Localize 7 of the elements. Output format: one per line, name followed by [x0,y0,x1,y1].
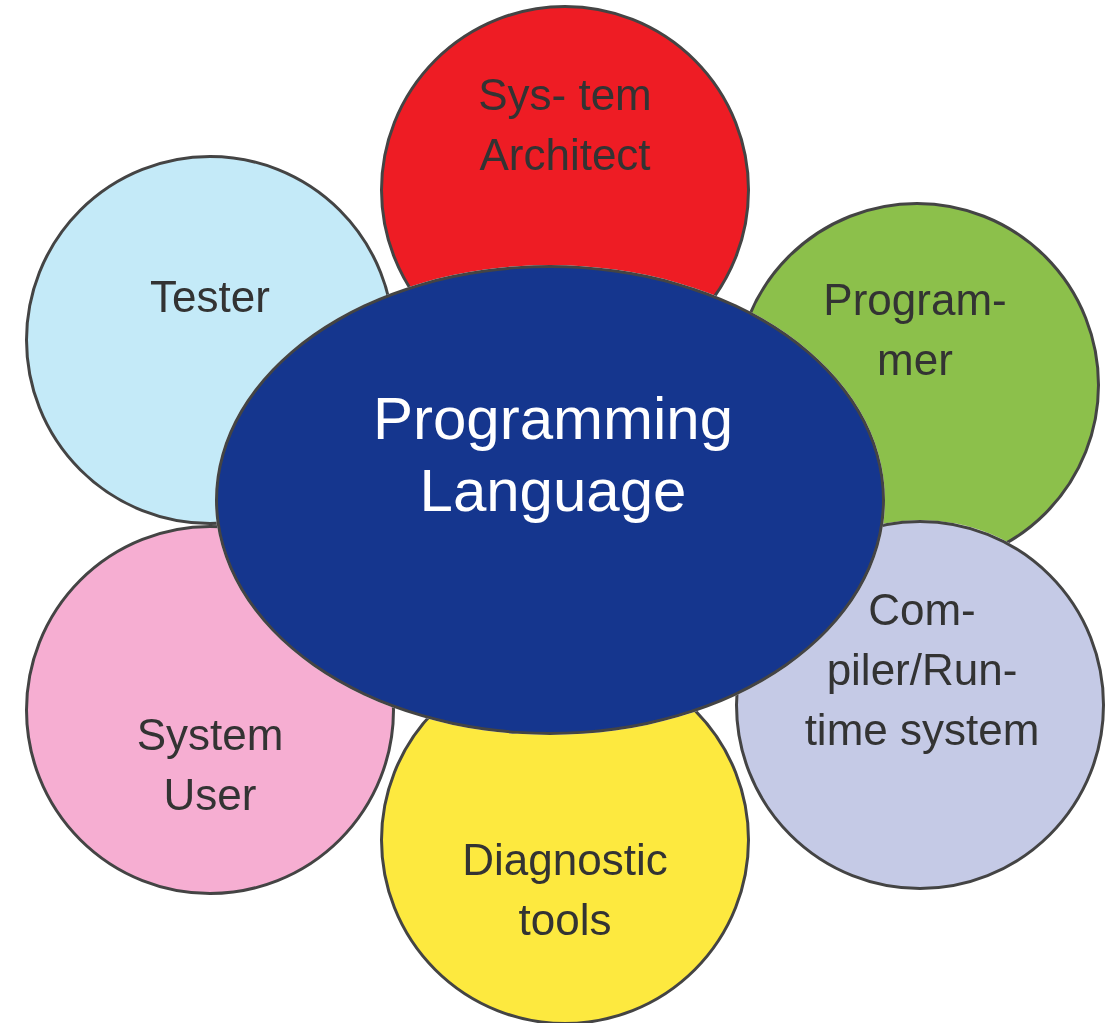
center-title: Programming Language [371,384,735,526]
role-label: Diagnostic tools [461,834,669,946]
role-label: Sys- tem Architect [477,69,653,181]
role-label: System User [135,709,285,821]
role-label: Tester [149,271,271,323]
role-label: Program- mer [822,274,1008,386]
role-label: Com- piler/Run- time system [803,584,1041,756]
